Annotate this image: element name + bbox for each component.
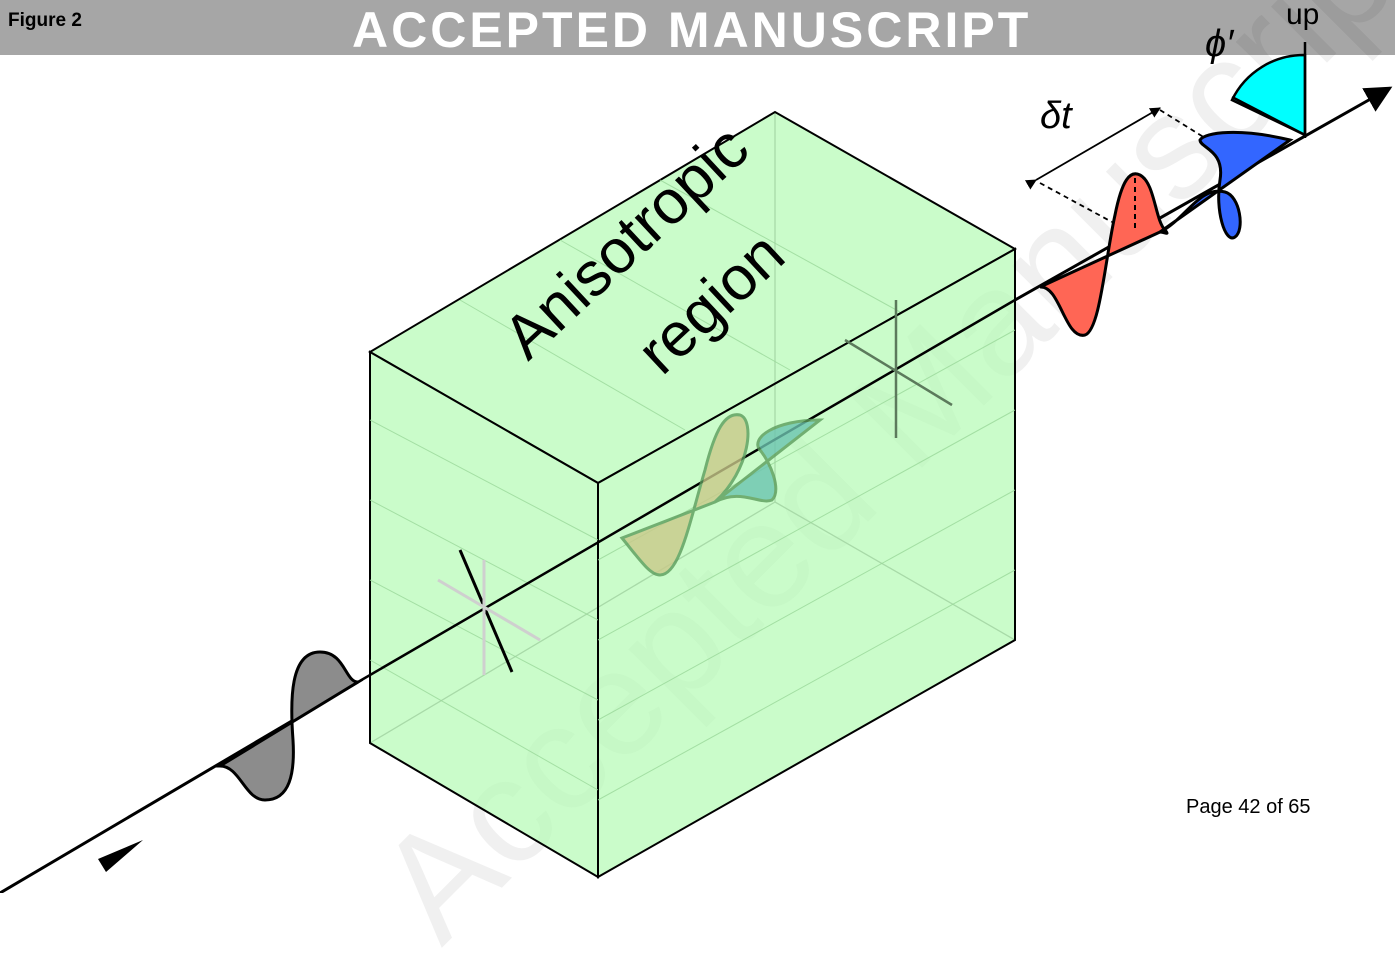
figure-label: Figure 2 <box>8 10 82 31</box>
polarization-angle-indicator <box>1230 42 1307 138</box>
exit-polarization-cross <box>844 300 953 438</box>
angle-label: ϕ′ <box>1205 23 1235 65</box>
up-label: up <box>1286 0 1319 31</box>
manuscript-banner: Figure 2 ACCEPTED MANUSCRIPT <box>0 0 1395 58</box>
entry-polarization-cross <box>437 549 541 675</box>
fast-direction-line <box>1231 95 1306 137</box>
incoming-ray-arrow <box>98 840 143 872</box>
box-right-face <box>597 247 1016 879</box>
angle-sector <box>1230 53 1307 137</box>
incoming-wavelet <box>214 650 364 802</box>
banner-title: ACCEPTED MANUSCRIPT <box>352 2 1032 58</box>
delay-label: δt <box>1040 95 1073 137</box>
split-wavelets-inside <box>619 413 825 577</box>
page-number: Page 42 of 65 <box>1186 796 1311 818</box>
slow-wavelet <box>1159 131 1294 240</box>
fast-wavelet <box>1039 172 1169 337</box>
ray-inside-region <box>357 298 1016 684</box>
outgoing-ray <box>1014 86 1393 302</box>
shear-wave-splitting-diagram: Anisotropic region δt ϕ′ up <box>0 0 1393 893</box>
box-grid-lines <box>369 179 1016 801</box>
delay-time-indicator <box>1024 107 1206 223</box>
